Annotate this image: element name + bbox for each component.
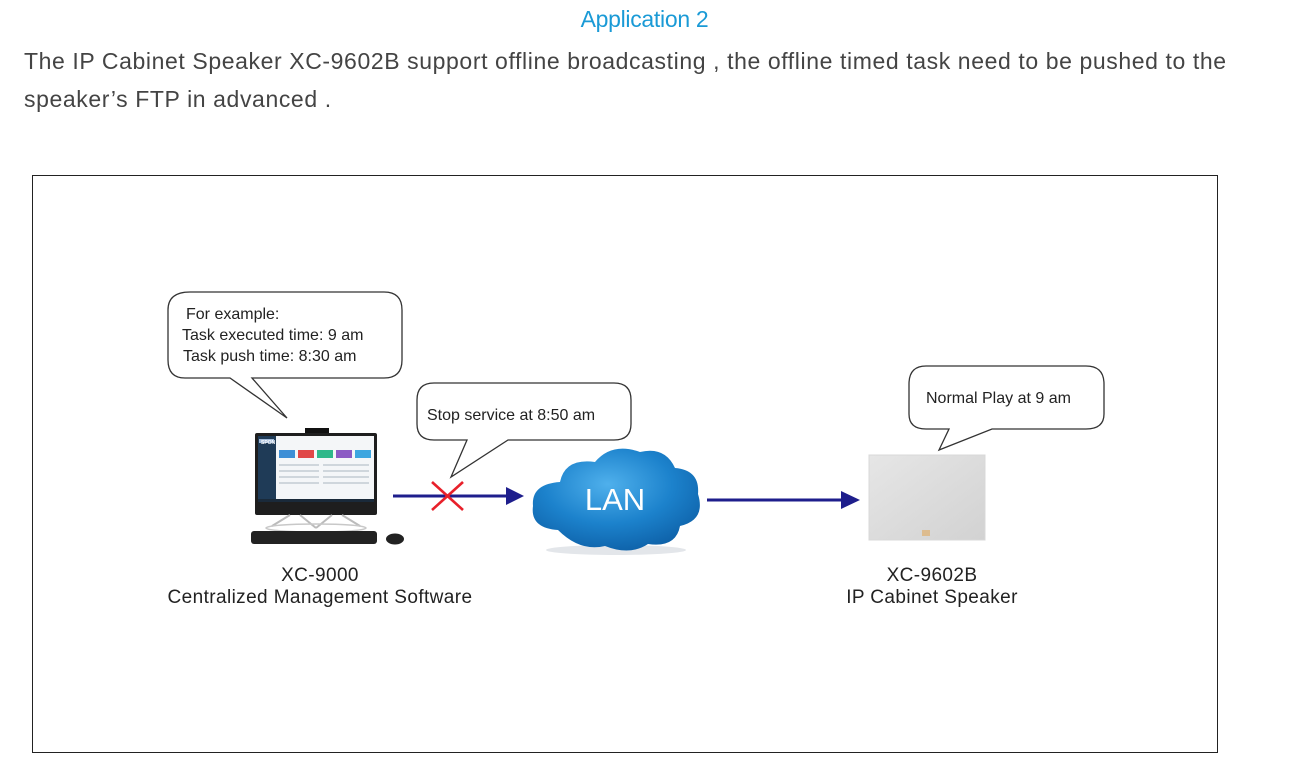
diagram-frame — [32, 175, 1218, 753]
description-text: The IP Cabinet Speaker XC-9602B support … — [24, 48, 1227, 112]
computer-model-label: XC-9000 — [281, 565, 359, 586]
example-line-1: For example: — [186, 306, 280, 323]
cross-icon — [431, 481, 464, 511]
example-line-3: Task push time: 8:30 am — [183, 348, 357, 365]
example-line-2: Task executed time: 9 am — [182, 327, 364, 344]
computer-icon — [251, 428, 404, 545]
active-connection-arrow — [707, 491, 860, 509]
computer-screen-brand: SPON — [261, 440, 276, 446]
page-title: Application 2 — [580, 6, 709, 32]
lan-label: LAN — [585, 482, 645, 517]
broken-connection-arrow — [393, 487, 524, 505]
stop-service-text: Stop service at 8:50 am — [427, 407, 596, 424]
speaker-icon — [868, 454, 986, 541]
normal-play-text: Normal Play at 9 am — [926, 390, 1071, 407]
example-speech-bubble — [167, 291, 403, 419]
speaker-name-label: IP Cabinet Speaker — [846, 587, 1018, 608]
lan-cloud-icon — [532, 448, 700, 555]
speaker-model-label: XC-9602B — [886, 565, 978, 586]
computer-name-label: Centralized Management Software — [167, 587, 473, 608]
play-speech-bubble — [908, 365, 1105, 452]
stop-speech-bubble — [416, 382, 632, 479]
